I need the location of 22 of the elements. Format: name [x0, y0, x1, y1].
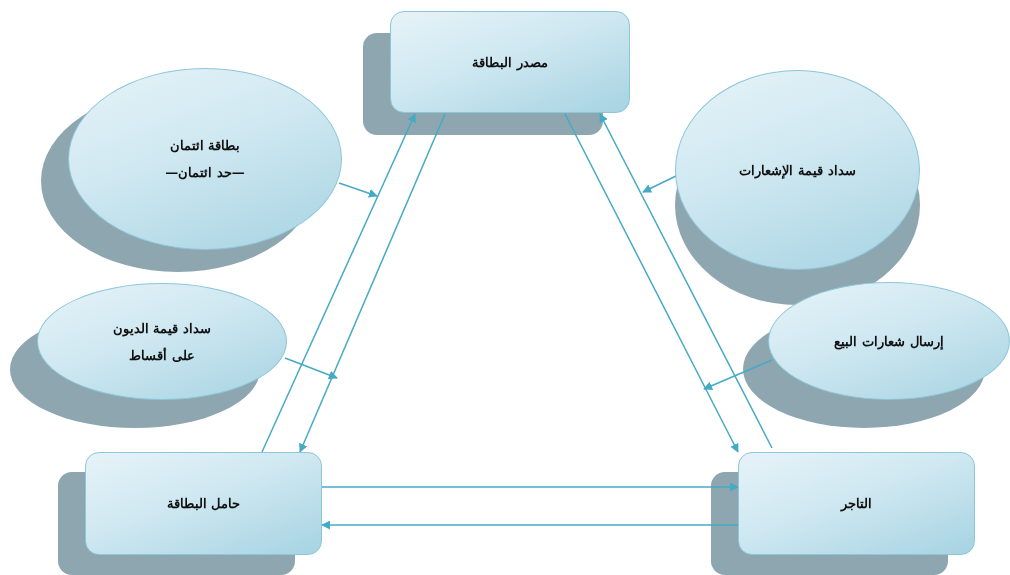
node-text: سداد قيمة الديون — [112, 320, 212, 336]
arrow — [321, 520, 739, 530]
node-text: بطاقة ائتمان — [169, 138, 241, 153]
arrow — [599, 113, 773, 449]
node-text: على أقساط — [129, 347, 195, 363]
arrow — [299, 113, 446, 453]
node-text: مصدر البطاقة — [472, 54, 548, 70]
party-box — [85, 452, 322, 555]
party-box — [390, 11, 630, 113]
node-text: حامل البطاقة — [166, 496, 241, 511]
arrow — [564, 113, 739, 453]
node-text: التاجر — [841, 496, 872, 511]
party-box — [738, 452, 975, 555]
pointer-arrow — [703, 359, 773, 390]
pointer-arrow — [338, 182, 378, 198]
node-text: إرسال شعارات البيع — [834, 333, 944, 349]
arrow — [321, 482, 739, 492]
pointer-arrow — [284, 357, 338, 380]
node-text: سداد قيمة الإشعارات — [739, 162, 856, 178]
pointer-arrow — [642, 175, 677, 193]
node-text: —حد ائتمان— — [165, 165, 245, 180]
arrow — [261, 113, 416, 453]
